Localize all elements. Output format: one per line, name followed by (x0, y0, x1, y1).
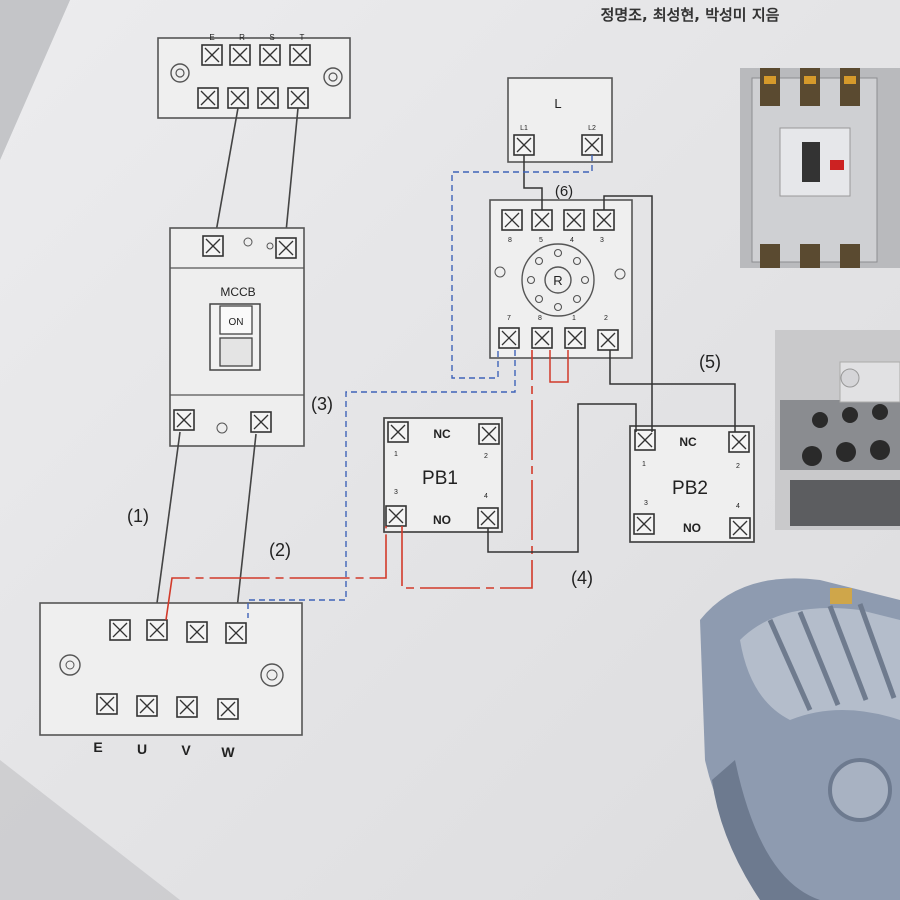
relay-pin: 8 (508, 237, 512, 244)
relay-socket-label: (6) (555, 183, 573, 200)
top-terminal-label: T (300, 33, 305, 42)
top-terminal-label: S (269, 33, 274, 42)
pb1-no-label: NO (433, 513, 451, 527)
motor-terminal-label: W (221, 744, 235, 760)
top-terminal-label: R (239, 33, 245, 42)
pb1-pin: 3 (394, 489, 398, 496)
contactor-photo (775, 330, 900, 530)
pb2-pin: 4 (736, 503, 740, 510)
mccb-breaker: MCCB ON (169, 227, 305, 447)
lamp-box: L L1 L2 (507, 77, 613, 163)
pb1-nc-label: NC (433, 427, 451, 441)
motor-photo (700, 578, 900, 900)
pb1-label: PB1 (422, 468, 458, 489)
pb2-nc-label: NC (679, 435, 697, 449)
pb2-pushbutton: NC NO PB2 1 2 3 4 (629, 425, 755, 543)
relay-pin: 8 (538, 315, 542, 322)
lamp-terminal-label: L2 (588, 125, 596, 132)
wire-label: (2) (269, 540, 291, 560)
pb1-pin: 1 (394, 451, 398, 458)
motor-terminal-block: E U V W (39, 602, 303, 760)
pb2-pin: 2 (736, 463, 740, 470)
wire-label: (1) (127, 506, 149, 526)
pb2-label: PB2 (672, 478, 708, 499)
mccb-switch-label: ON (229, 317, 244, 328)
lamp-label: L (554, 96, 561, 111)
motor-terminal-label: U (137, 741, 147, 757)
motor-terminal-label: V (181, 742, 191, 758)
relay-pin: 5 (539, 237, 543, 244)
power-terminal-block: E R S T (157, 33, 351, 119)
pb2-pin: 1 (642, 461, 646, 468)
pb2-pin: 3 (644, 500, 648, 507)
relay-pin: 3 (600, 237, 604, 244)
author-header: 정명조, 최성현, 박성미 지음 (601, 6, 780, 24)
pb1-pin: 2 (484, 453, 488, 460)
relay-center-label: R (553, 273, 562, 288)
mccb-label: MCCB (220, 285, 255, 299)
top-terminal-label: E (209, 33, 214, 42)
relay-pin: 4 (570, 237, 574, 244)
motor-terminal-label: E (93, 739, 102, 755)
relay-pin: 2 (604, 315, 608, 322)
wire-label: (5) (699, 352, 721, 372)
wire-label: (3) (311, 394, 333, 414)
wire-label: (4) (571, 568, 593, 588)
relay-pin: 1 (572, 315, 576, 322)
pb1-pin: 4 (484, 493, 488, 500)
relay-socket: (6) 8 5 4 3 R 7 8 1 2 (489, 183, 633, 359)
relay-pin: 7 (507, 315, 511, 322)
pb1-pushbutton: NC NO PB1 1 2 3 4 (383, 417, 503, 533)
lamp-terminal-label: L1 (520, 125, 528, 132)
pb2-no-label: NO (683, 521, 701, 535)
mccb-photo (740, 68, 900, 268)
